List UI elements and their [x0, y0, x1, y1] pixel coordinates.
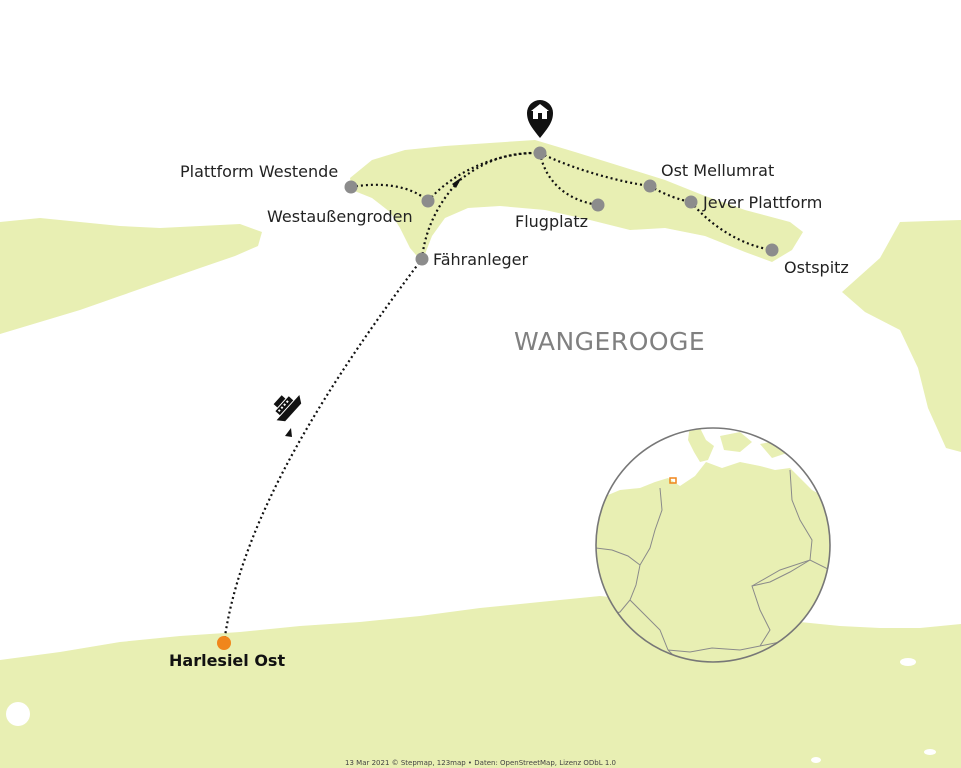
route-ostspitz: [690, 201, 773, 252]
inset-highlight-marker: [669, 477, 677, 484]
route-arrow-north: [452, 177, 462, 188]
marker-flugplatz[interactable]: [591, 198, 605, 212]
label-ostspitz: Ostspitz: [784, 258, 849, 277]
marker-harlesiel-ost[interactable]: [217, 636, 231, 650]
inset-border-nl-be: [596, 547, 641, 566]
lake-3: [924, 749, 936, 755]
marker-ostspitz[interactable]: [765, 243, 779, 257]
inset-frame: [595, 427, 831, 663]
route-faehranleger-dorf: [420, 179, 461, 260]
ferry-route: [222, 258, 423, 644]
label-westaussengroden: Westaußengroden: [267, 207, 413, 226]
overview-inset: [595, 427, 831, 663]
route-arrow-south: [285, 428, 292, 437]
marker-plattform-westende[interactable]: [344, 180, 358, 194]
inset-border-east: [751, 469, 813, 647]
label-flugplatz: Flugplatz: [515, 212, 589, 231]
ferry-icon: [273, 395, 302, 422]
lake-2: [900, 658, 916, 666]
route-mellumrat: [539, 152, 651, 188]
label-ost-mellumrat: Ost Mellumrat: [661, 161, 775, 180]
lake-1: [6, 702, 30, 726]
label-jever-plattform: Jever Plattform: [703, 193, 823, 212]
label-harlesiel-ost: Harlesiel Ost: [169, 651, 286, 670]
route-westaussengroden-dorf: [427, 151, 541, 202]
label-plattform-westende: Plattform Westende: [180, 162, 339, 181]
land-island-west: [0, 218, 262, 334]
marker-jever-plattform[interactable]: [684, 195, 698, 209]
inset-border-fr: [629, 599, 669, 651]
house-pin-icon[interactable]: [527, 100, 553, 138]
region-label: WANGEROOGE: [514, 327, 706, 356]
inset-border-south: [667, 645, 761, 653]
lake-4: [811, 757, 821, 763]
label-faehranleger: Fähranleger: [433, 250, 529, 269]
marker-dorf[interactable]: [533, 146, 547, 160]
marker-faehranleger[interactable]: [415, 252, 429, 266]
inset-islands: [720, 432, 790, 458]
marker-westaussengroden[interactable]: [421, 194, 435, 208]
inset-denmark: [688, 428, 714, 462]
inset-border-cz: [751, 559, 830, 587]
marker-ost-mellumrat[interactable]: [643, 179, 657, 193]
land-east: [842, 220, 961, 452]
inset-land: [596, 462, 830, 662]
attribution: 13 Mar 2021 © Stepmap, 123map • Daten: O…: [345, 759, 616, 767]
land-wangerooge: [350, 140, 803, 262]
